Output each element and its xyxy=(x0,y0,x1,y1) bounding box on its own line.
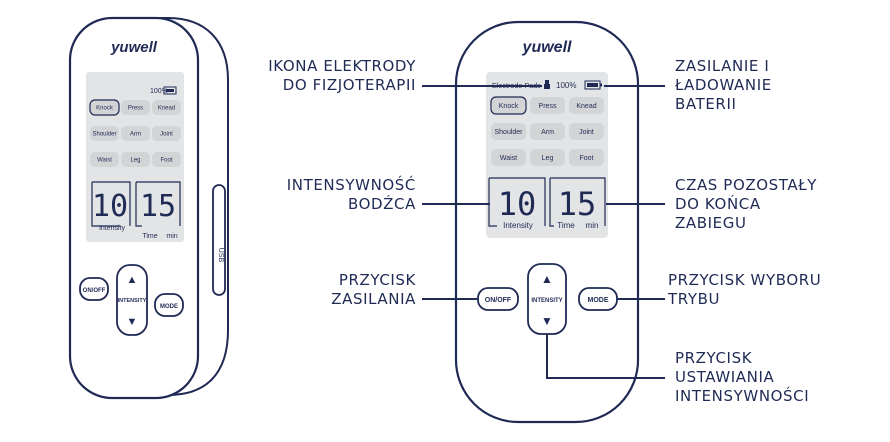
left-battery-percent: 100% xyxy=(150,88,168,95)
left-time-frame xyxy=(135,181,181,227)
time-label: Time xyxy=(557,221,575,230)
callout-intensity-button: PRZYCISK USTAWIANIA INTENSYWNOŚCI xyxy=(675,349,810,405)
mode-label: Waist xyxy=(500,155,517,162)
time-value: 15 xyxy=(558,185,597,223)
left-battery-icon xyxy=(163,86,177,95)
right-brand-logo: yuwell xyxy=(522,39,572,56)
callout-power-button: PRZYCISK ZASILANIA xyxy=(331,271,416,308)
left-mode-label: Joint xyxy=(160,132,173,138)
intensity-label: Intensity xyxy=(503,221,533,230)
time-frame xyxy=(549,177,606,227)
left-intensity-button[interactable] xyxy=(116,264,148,336)
electrode-icon xyxy=(544,80,550,89)
left-mode-waist xyxy=(90,152,119,167)
callout-electrode-icon: IKONA ELEKTRODY DO FIZJOTERAPII xyxy=(268,57,416,94)
left-brand-logo: yuwell xyxy=(110,39,158,56)
intensity-down-icon[interactable]: ▼ xyxy=(541,314,553,328)
left-mode-label: Leg xyxy=(130,158,140,164)
left-mode-label: Shoulder xyxy=(92,132,116,138)
mode-button-label: MODE xyxy=(588,297,609,304)
intensity-frame xyxy=(488,177,546,227)
left-mode-knead xyxy=(152,100,181,115)
left-time-unit: min xyxy=(166,233,177,240)
left-mode-knock xyxy=(89,99,120,116)
mode-label: Knock xyxy=(499,103,519,110)
left-mode-shoulder xyxy=(90,126,119,141)
usb-port xyxy=(212,184,226,296)
mode-label: Joint xyxy=(579,129,594,136)
left-mode-label: Knock xyxy=(96,106,114,112)
left-mode-arm xyxy=(121,126,150,141)
callout-time-remaining: CZAS POZOSTAŁY DO KOŃCA ZABIEGU xyxy=(675,176,818,232)
left-mode-label: MODE xyxy=(160,304,178,310)
mode-waist xyxy=(491,149,526,166)
left-mode-label: Press xyxy=(128,106,143,112)
mode-label: Arm xyxy=(541,129,554,136)
left-mode-foot xyxy=(152,152,181,167)
mode-label: Shoulder xyxy=(494,129,523,136)
left-mode-label: Waist xyxy=(97,158,112,164)
left-intensity-btn-label: INTENSITY xyxy=(118,298,147,304)
left-mode-press xyxy=(121,100,150,115)
left-mode-label: Arm xyxy=(130,132,141,138)
leader-lines xyxy=(422,85,665,379)
mode-label: Leg xyxy=(542,155,554,162)
callout-stimulus-intensity: INTENSYWNOŚĆ BODŹCA xyxy=(286,176,416,213)
left-mode-leg xyxy=(121,152,150,167)
mode-joint xyxy=(569,123,604,140)
mode-knock xyxy=(490,96,527,115)
mode-leg xyxy=(530,149,565,166)
callout-mode-button: PRZYCISK WYBORU TRYBU xyxy=(668,271,822,308)
left-power-button[interactable] xyxy=(79,277,109,301)
left-up-icon[interactable]: ▲ xyxy=(127,274,138,286)
left-mode-joint xyxy=(152,126,181,141)
mode-label: Press xyxy=(539,103,557,110)
mode-label: Foot xyxy=(579,155,593,162)
left-mode-label: Knead xyxy=(158,106,175,112)
left-mode-label: Foot xyxy=(160,158,172,164)
left-mode-button[interactable] xyxy=(154,293,184,317)
mode-label: Knead xyxy=(576,103,596,110)
left-intensity-value: 10 xyxy=(92,189,128,224)
intensity-value: 10 xyxy=(498,185,537,223)
callout-battery: ZASILANIE I ŁADOWANIE BATERII xyxy=(675,57,772,113)
left-intensity-frame xyxy=(91,181,131,227)
left-power-label: ON/OFF xyxy=(83,288,106,294)
power-button-label: ON/OFF xyxy=(485,297,512,304)
left-time-label: Time xyxy=(142,233,157,240)
right-battery-percent: 100% xyxy=(556,81,576,90)
mode-arm xyxy=(530,123,565,140)
mode-knead xyxy=(569,97,604,114)
mode-foot xyxy=(569,149,604,166)
left-down-icon[interactable]: ▼ xyxy=(127,316,138,328)
left-intensity-label: Intensity xyxy=(99,225,126,232)
mode-shoulder xyxy=(491,123,526,140)
intensity-button-label: INTENSITY xyxy=(531,298,562,304)
left-time-value: 15 xyxy=(140,189,176,224)
time-unit: min xyxy=(586,221,599,230)
intensity-up-icon[interactable]: ▲ xyxy=(541,272,553,286)
usb-label: USB xyxy=(217,248,224,263)
leader-intensity-button xyxy=(546,334,665,379)
mode-press xyxy=(530,97,565,114)
